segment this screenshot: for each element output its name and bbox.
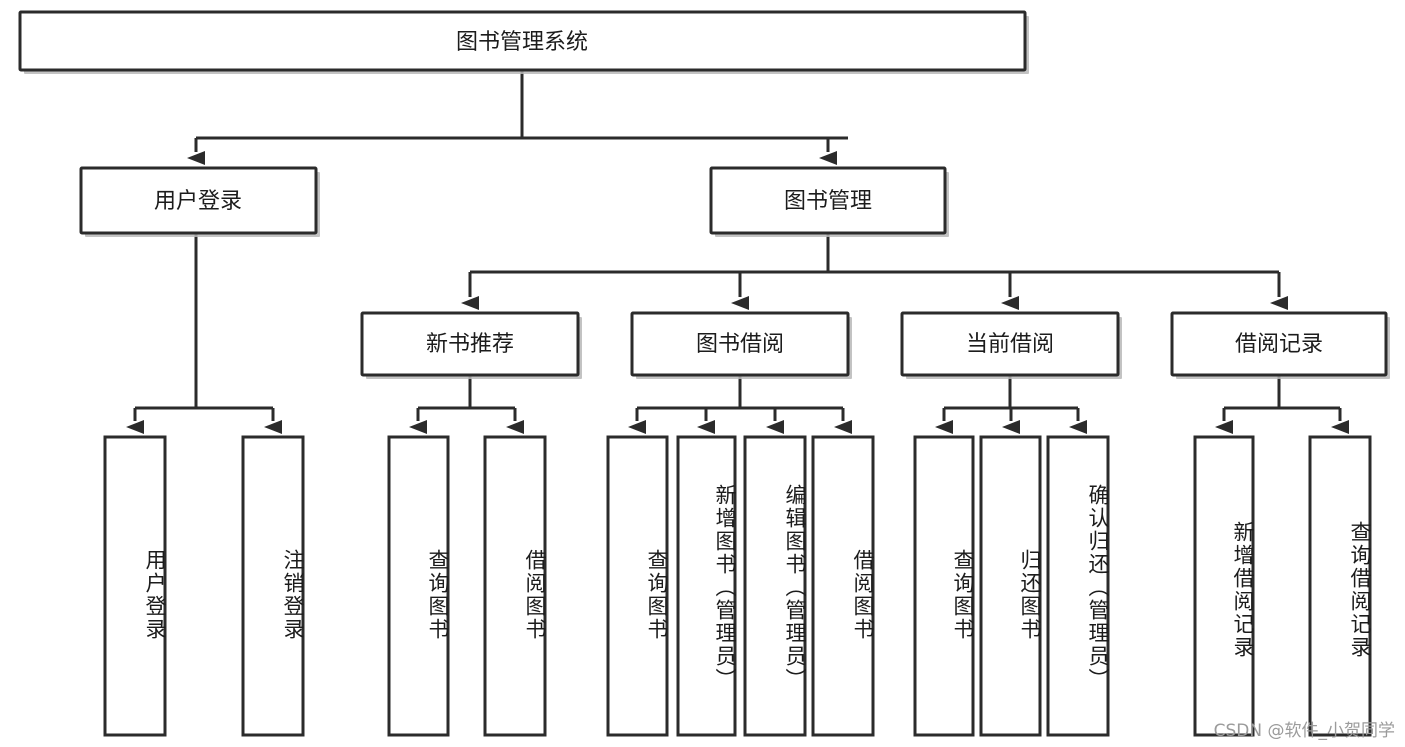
node-root[interactable]: 图书管理系统	[18, 10, 1029, 74]
leaf-node-nbr-borrow-books[interactable]	[483, 435, 547, 737]
leaf-node-cb-confirm-return[interactable]	[1046, 435, 1110, 737]
edges-new-book-rec-to-leaves	[409, 375, 524, 434]
node-current-borrow[interactable]: 当前借阅	[900, 311, 1122, 379]
node-new-book-recommend[interactable]: 新书推荐	[360, 311, 582, 379]
leaf-node-bb-add-book[interactable]	[676, 435, 737, 737]
node-user-login-label: 用户登录	[154, 189, 242, 214]
node-book-manage-label: 图书管理	[784, 189, 872, 214]
node-new-book-recommend-label: 新书推荐	[426, 332, 514, 357]
node-book-manage[interactable]: 图书管理	[709, 166, 949, 237]
node-borrow-record[interactable]: 借阅记录	[1170, 311, 1390, 379]
leaf-node-cb-return-book[interactable]	[979, 435, 1042, 737]
node-borrow-record-label: 借阅记录	[1235, 332, 1323, 357]
csdn-watermark: CSDN @软件_小贺同学	[1213, 721, 1395, 741]
edges-user-login-to-leaves	[126, 233, 282, 434]
node-root-label: 图书管理系统	[456, 30, 588, 55]
leaf-node-br-query-record[interactable]	[1308, 435, 1372, 737]
edges-root-to-level2	[187, 70, 848, 165]
node-user-login[interactable]: 用户登录	[79, 166, 320, 237]
edges-borrow-record-to-leaves	[1215, 375, 1349, 434]
leaf-node-logout[interactable]	[241, 435, 305, 737]
leaf-node-bb-query-books[interactable]	[606, 435, 669, 737]
edges-book-borrow-to-leaves	[628, 375, 852, 434]
node-current-borrow-label: 当前借阅	[966, 332, 1054, 357]
node-book-borrow-label: 图书借阅	[696, 332, 784, 357]
leaf-node-nbr-query-books[interactable]	[387, 435, 450, 737]
leaf-node-cb-query-books[interactable]	[913, 435, 975, 737]
leaf-node-bb-borrow-book[interactable]	[811, 435, 875, 737]
edges-book-manage-to-level3	[461, 233, 1288, 310]
leaf-node-br-add-record[interactable]	[1193, 435, 1255, 737]
leaf-node-user-login[interactable]	[103, 435, 167, 737]
edges-current-borrow-to-leaves	[935, 375, 1087, 434]
node-book-borrow[interactable]: 图书借阅	[630, 311, 852, 379]
leaf-node-bb-edit-book[interactable]	[743, 435, 807, 737]
